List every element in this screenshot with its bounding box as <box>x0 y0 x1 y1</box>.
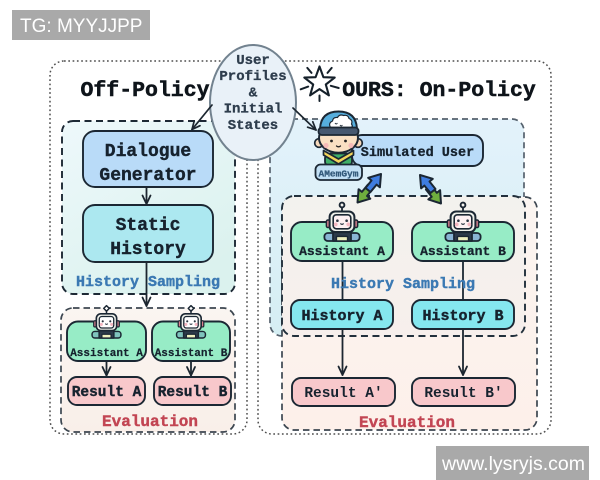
svg-text:Evaluation: Evaluation <box>359 414 455 432</box>
svg-text:Result B': Result B' <box>424 386 502 402</box>
svg-text:Simulated User: Simulated User <box>361 146 474 161</box>
svg-text:Result A: Result A <box>72 385 142 401</box>
svg-text:Profiles: Profiles <box>219 69 286 85</box>
svg-text:TG: MYYJJPP: TG: MYYJJPP <box>20 16 142 37</box>
svg-text:Assistant A: Assistant A <box>299 244 385 259</box>
svg-text:Assistant A: Assistant A <box>70 348 143 360</box>
svg-text:Generator: Generator <box>99 166 196 186</box>
svg-text:History Sampling: History Sampling <box>331 276 475 293</box>
svg-text:States: States <box>228 118 278 134</box>
svg-text:&: & <box>249 85 258 101</box>
svg-text:AMemGym: AMemGym <box>319 169 359 180</box>
svg-text:www.lysryjs.com: www.lysryjs.com <box>441 453 585 475</box>
svg-text:User: User <box>236 53 270 69</box>
svg-text:Dialogue: Dialogue <box>105 142 191 162</box>
svg-text:History B: History B <box>422 308 503 325</box>
svg-text:OURS: On-Policy: OURS: On-Policy <box>342 79 536 103</box>
svg-text:Assistant B: Assistant B <box>420 244 506 259</box>
svg-text:History: History <box>110 240 186 260</box>
svg-text:Evaluation: Evaluation <box>102 413 198 431</box>
svg-text:History Sampling: History Sampling <box>76 274 220 291</box>
svg-text:History A: History A <box>301 308 382 325</box>
svg-text:Off-Policy: Off-Policy <box>80 79 209 103</box>
svg-text:Result A': Result A' <box>304 386 382 402</box>
svg-text:Initial: Initial <box>224 102 283 118</box>
svg-text:Result B: Result B <box>158 385 228 401</box>
svg-text:Static: Static <box>116 216 181 236</box>
svg-text:Assistant B: Assistant B <box>155 348 228 360</box>
